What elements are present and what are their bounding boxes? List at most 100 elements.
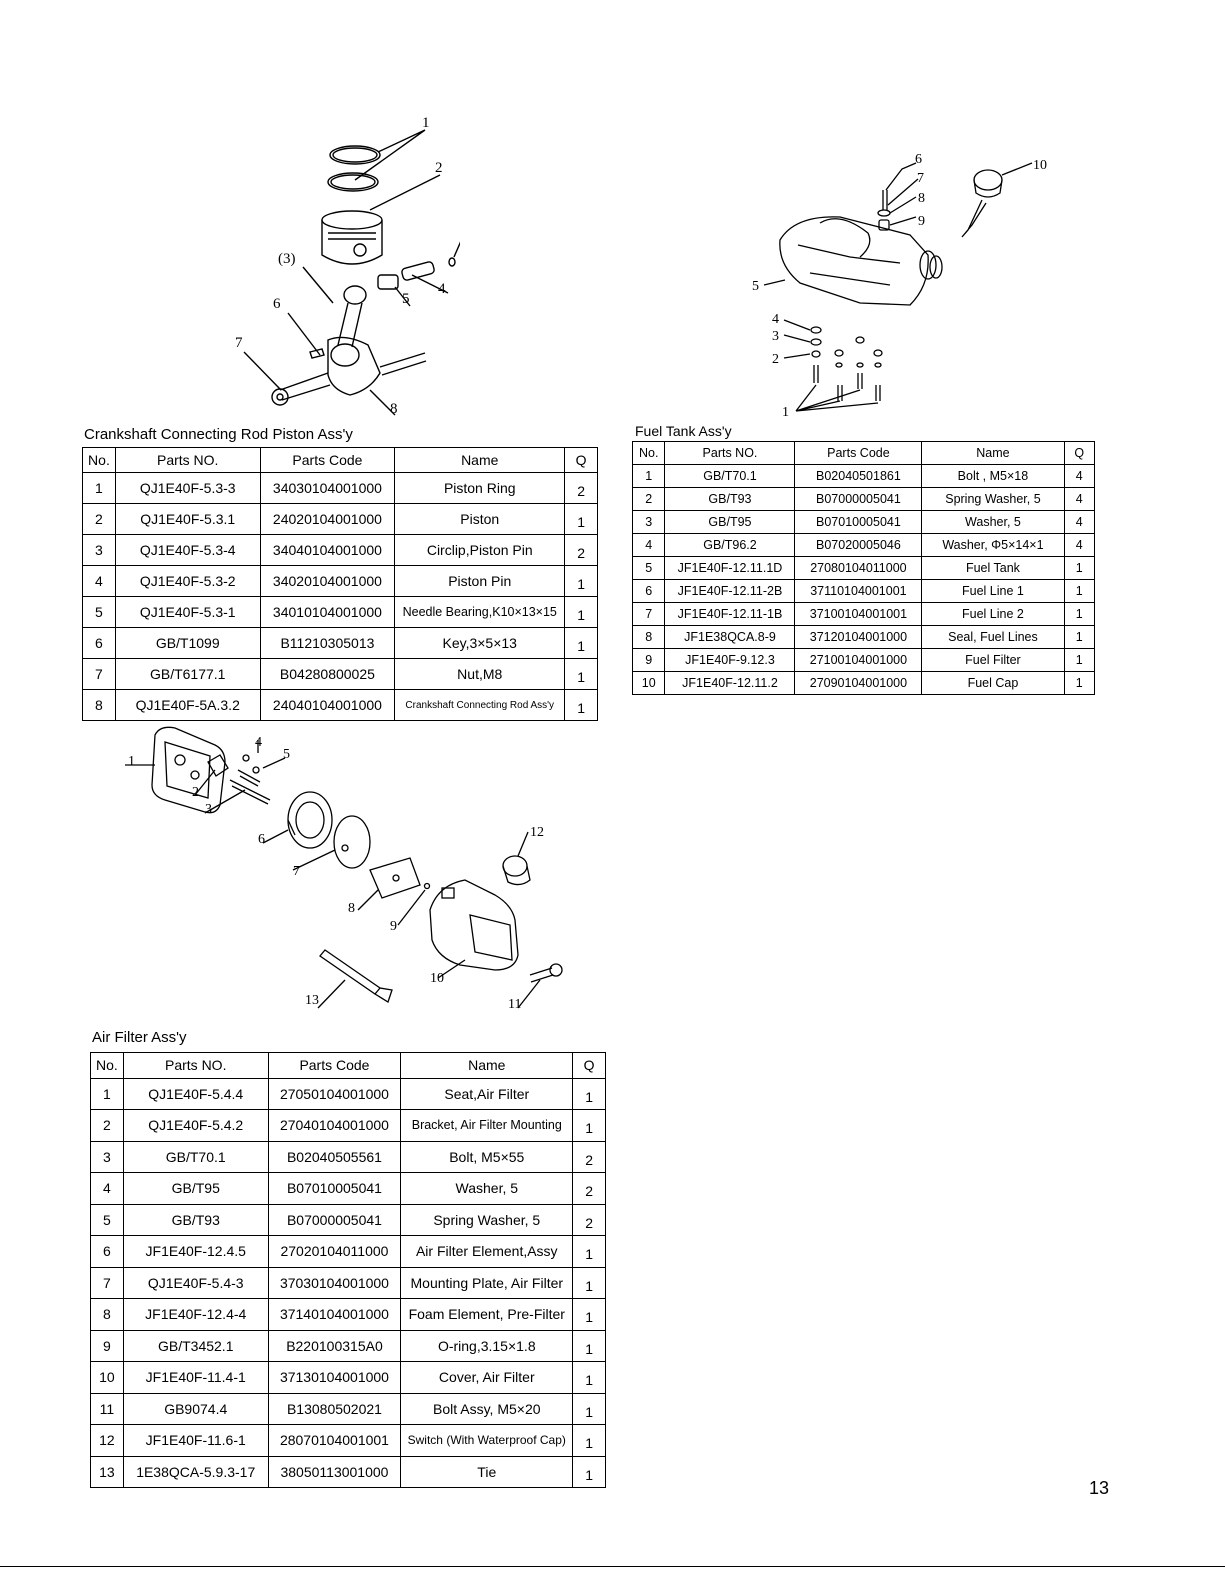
table-header-row: No. Parts NO. Parts Code Name Q	[631, 441, 1096, 465]
table-cell: 3	[82, 534, 116, 566]
table-cell: 34030104001000	[259, 472, 396, 504]
callout-1: 1	[128, 754, 135, 769]
table-cell: Spring Washer, 5	[921, 487, 1065, 511]
table-cell: B02040501861	[794, 464, 923, 488]
table-cell: 1E38QCA-5.9.3-17	[122, 1455, 269, 1488]
table-cell: QJ1E40F-5.4.4	[122, 1077, 269, 1110]
table-cell: GB/T96.2	[664, 533, 796, 557]
table-cell: GB/T6177.1	[114, 658, 261, 690]
header-parts-code: Parts Code	[267, 1052, 402, 1079]
callout-8: 8	[390, 401, 398, 417]
callout-5: 5	[283, 747, 290, 762]
callout-4: 4	[772, 312, 779, 327]
table-cell: 1	[572, 1109, 606, 1142]
table-cell: QJ1E40F-5.3-2	[114, 565, 261, 597]
table-cell: Bolt Assy, M5×20	[400, 1392, 574, 1425]
air-filter-exploded-view: 1 2 3 4 5 6 7 8 9 10 11 12 13	[125, 726, 563, 1012]
table-cell: 38050113001000	[267, 1455, 402, 1488]
table-cell: Switch (With Waterproof Cap)	[400, 1424, 574, 1457]
table-cell: 34020104001000	[259, 565, 396, 597]
table-cell: 34010104001000	[259, 596, 396, 628]
header-parts-code: Parts Code	[259, 447, 396, 473]
table-cell: 37120104001000	[794, 625, 923, 649]
table-cell: 7	[631, 602, 666, 626]
table-cell: 27090104001000	[794, 671, 923, 695]
table-cell: 7	[90, 1266, 124, 1299]
table-cell: GB/T93	[664, 487, 796, 511]
table-cell: 9	[631, 648, 666, 672]
table-cell: QJ1E40F-5.3-4	[114, 534, 261, 566]
table-cell: B220100315A0	[267, 1329, 402, 1362]
callout-2: 2	[435, 160, 443, 176]
callout-3: 3	[772, 329, 779, 344]
table-cell: 2	[572, 1203, 606, 1236]
callout-6: 6	[258, 832, 265, 847]
table-cell: 1	[564, 627, 598, 659]
table-cell: 1	[572, 1298, 606, 1331]
table-cell: 1	[564, 596, 598, 628]
table-cell: 37140104001000	[267, 1298, 402, 1331]
callout-2: 2	[192, 785, 199, 800]
table-cell: 1	[1063, 648, 1096, 672]
page-number: 13	[1089, 1478, 1110, 1498]
callout-6: 6	[273, 296, 281, 312]
callout-9: 9	[390, 919, 397, 934]
table-cell: JF1E40F-12.4.5	[122, 1235, 269, 1268]
header-no: No.	[90, 1052, 124, 1079]
table-cell: 2	[82, 503, 116, 535]
table-cell: 1	[1063, 671, 1096, 695]
table-cell: Fuel Line 2	[921, 602, 1065, 626]
table-cell: Bolt , M5×18	[921, 464, 1065, 488]
callout-7: 7	[235, 335, 243, 351]
table-cell: 2	[572, 1140, 606, 1173]
table-cell: GB/T1099	[114, 627, 261, 659]
header-q: Q	[572, 1052, 606, 1079]
table-cell: 37030104001000	[267, 1266, 402, 1299]
header-parts-no: Parts NO.	[122, 1052, 269, 1079]
callout-13: 13	[305, 993, 319, 1008]
table-header-row: No. Parts NO. Parts Code Name Q	[82, 447, 598, 473]
table-cell: Spring Washer, 5	[400, 1203, 574, 1236]
table-cell: 28070104001001	[267, 1424, 402, 1457]
table-cell: 1	[572, 1392, 606, 1425]
header-no: No.	[82, 447, 116, 473]
table-cell: 6	[82, 627, 116, 659]
table-cell: 9	[90, 1329, 124, 1362]
table-cell: 1	[564, 503, 598, 535]
table-cell: Needle Bearing,K10×13×15	[394, 596, 566, 628]
table-cell: 2	[90, 1109, 124, 1142]
fuel-tank-diagram: 6 7 8 9 10 5 4 3 2 1	[750, 145, 1060, 420]
table-cell: Mounting Plate, Air Filter	[400, 1266, 574, 1299]
table-cell: Tie	[400, 1455, 574, 1488]
table-cell: QJ1E40F-5A.3.2	[114, 689, 261, 721]
callout-8: 8	[348, 901, 355, 916]
table-cell: Cover, Air Filter	[400, 1361, 574, 1394]
table-cell: Piston	[394, 503, 566, 535]
callout-5: 5	[402, 291, 410, 307]
table-cell: 24020104001000	[259, 503, 396, 535]
table-cell: GB/T95	[122, 1172, 269, 1205]
table-cell: QJ1E40F-5.3.1	[114, 503, 261, 535]
table-cell: GB/T95	[664, 510, 796, 534]
header-parts-no: Parts NO.	[114, 447, 261, 473]
table-cell: 37130104001000	[267, 1361, 402, 1394]
table-cell: B11210305013	[259, 627, 396, 659]
table-cell: Washer, 5	[921, 510, 1065, 534]
table-cell: 3	[631, 510, 666, 534]
table-cell: 7	[82, 658, 116, 690]
table-cell: 1	[1063, 602, 1096, 626]
table-cell: 27050104001000	[267, 1077, 402, 1110]
crankshaft-title: Crankshaft Connecting Rod Piston Ass'y	[84, 426, 353, 443]
table-cell: Air Filter Element,Assy	[400, 1235, 574, 1268]
